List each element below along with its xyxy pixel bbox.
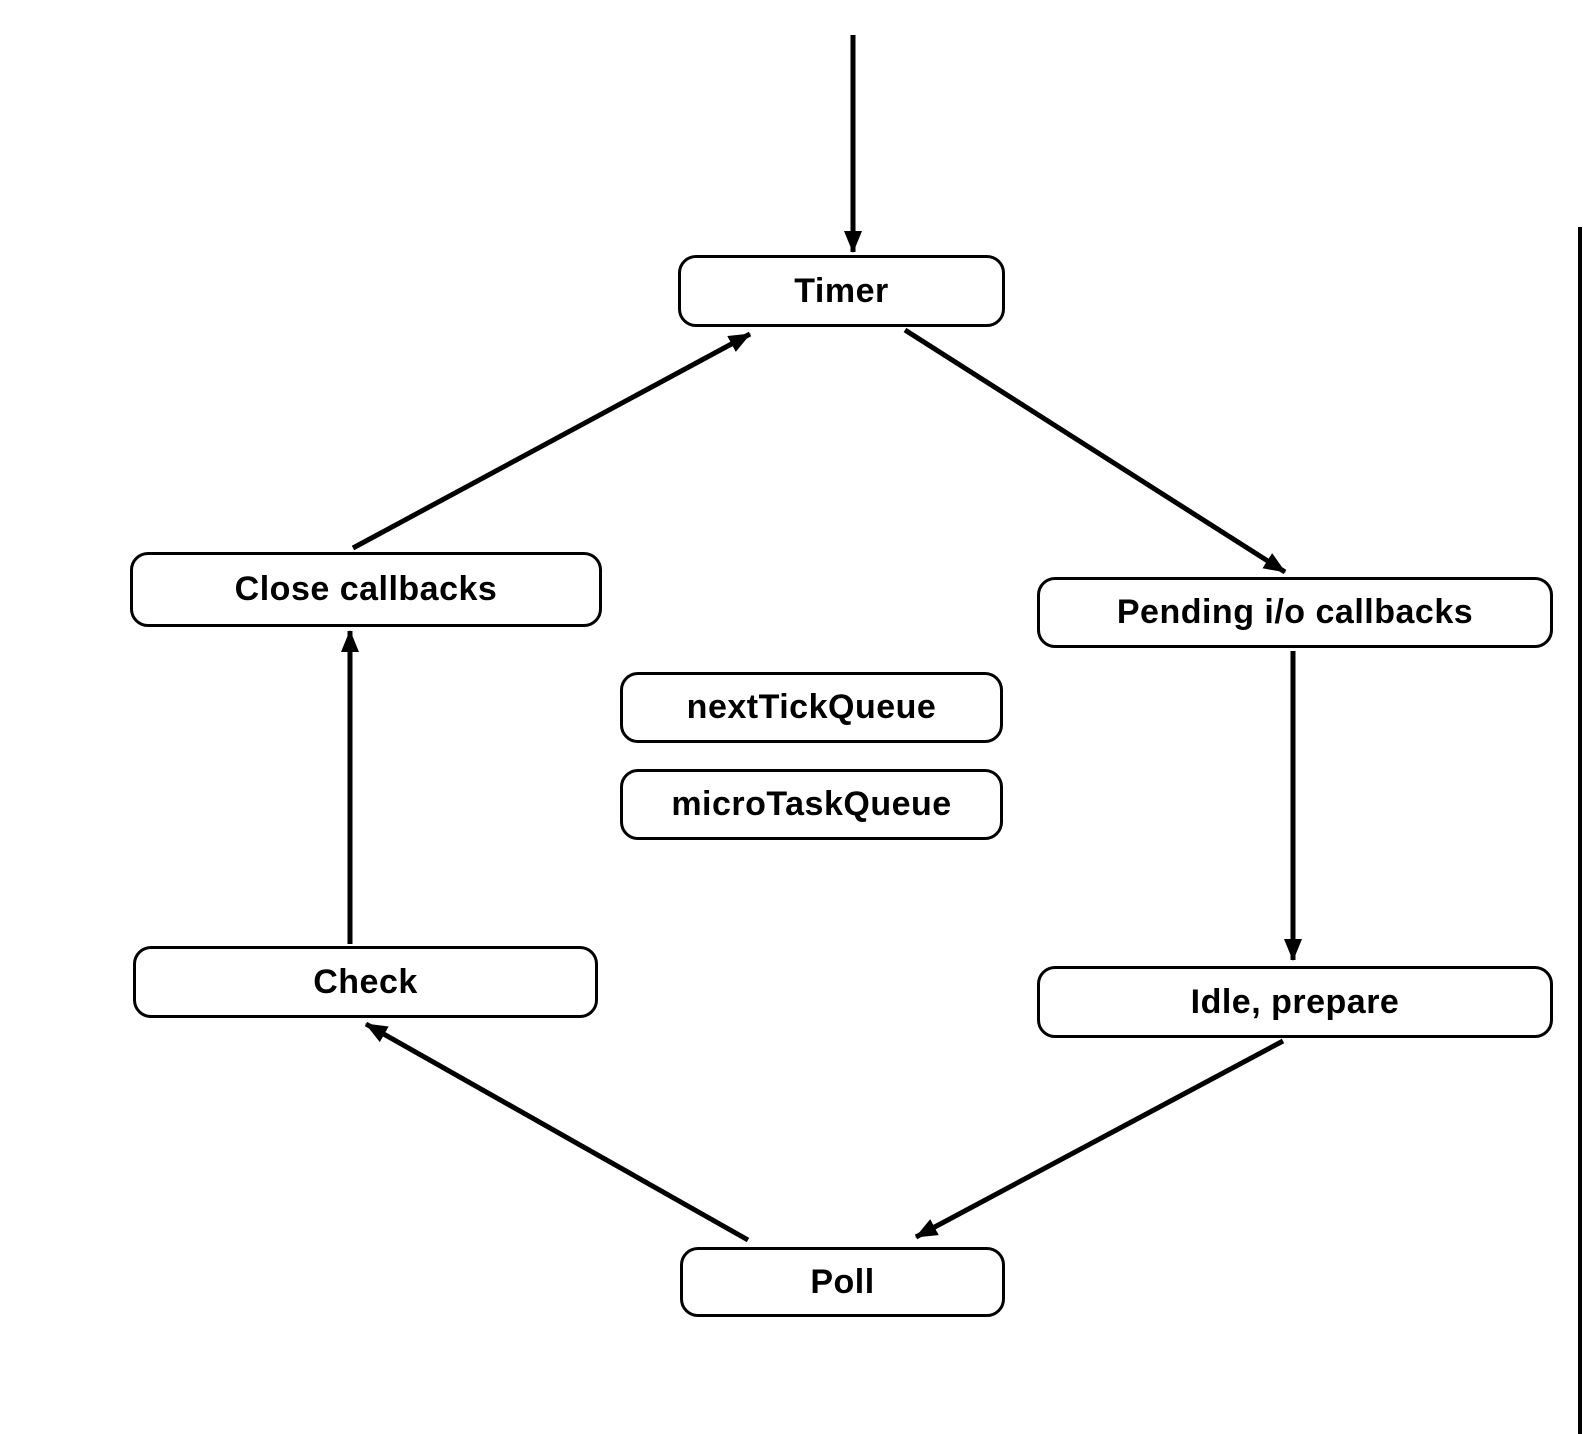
arrow-close-callbacks-to-timer <box>351 331 752 551</box>
node-pending-io-callbacks-label: Pending i/o callbacks <box>1116 593 1474 631</box>
node-check: Check <box>133 946 598 1018</box>
node-next-tick-queue: nextTickQueue <box>620 672 1003 743</box>
arrow-poll-to-check <box>364 1021 750 1243</box>
arrow-timer-to-pending-io-callbacks <box>903 327 1287 575</box>
node-timer: Timer <box>678 255 1005 327</box>
node-micro-task-queue: microTaskQueue <box>620 769 1003 840</box>
node-next-tick-queue-label: nextTickQueue <box>686 688 937 726</box>
node-micro-task-queue-label: microTaskQueue <box>671 785 952 823</box>
node-idle-prepare-label: Idle, prepare <box>1190 982 1400 1021</box>
node-check-label: Check <box>313 962 418 1001</box>
node-timer-label: Timer <box>794 271 889 310</box>
node-close-callbacks: Close callbacks <box>130 552 602 627</box>
node-poll: Poll <box>680 1247 1005 1317</box>
node-idle-prepare: Idle, prepare <box>1037 966 1553 1038</box>
node-close-callbacks-label: Close callbacks <box>234 570 498 608</box>
arrow-idle-prepare-to-poll <box>914 1038 1285 1240</box>
node-pending-io-callbacks: Pending i/o callbacks <box>1037 577 1553 648</box>
node-poll-label: Poll <box>810 1262 875 1301</box>
